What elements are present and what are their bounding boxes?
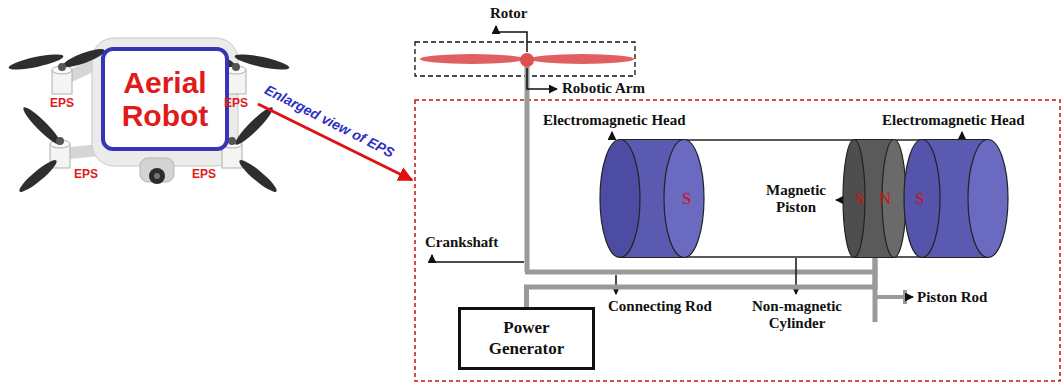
node-text: Aerial Robot	[109, 66, 221, 132]
eps-label: EPS	[50, 97, 74, 111]
leader-line	[905, 296, 913, 298]
rotor-blade	[530, 54, 634, 64]
electromagnetic-head: S	[902, 138, 1010, 259]
part-label: Magnetic Piston	[758, 182, 834, 217]
robot-body-box: Aerial Robot	[101, 47, 229, 151]
cylinder-shape	[598, 138, 708, 259]
leader-line	[961, 132, 963, 140]
part-label: Non-magnetic Cylinder	[738, 298, 856, 333]
part-label: Robotic Arm	[562, 80, 645, 97]
piston-rod-line	[875, 295, 905, 299]
electromagnetic-head: S	[598, 138, 708, 259]
connecting-rod-line	[525, 270, 877, 275]
leader-line	[432, 255, 524, 262]
part-label: Connecting Rod	[608, 298, 712, 315]
part-label: Crankshaft	[425, 234, 498, 251]
eps-label: EPS	[74, 168, 98, 182]
rotor-blade	[420, 54, 524, 64]
drone-picture	[8, 38, 291, 195]
part-label: Rotor	[490, 5, 528, 22]
pole-letter: S	[855, 190, 864, 207]
pole-letter: S	[682, 190, 691, 207]
pole-letter: N	[879, 190, 891, 207]
eps-label: EPS	[224, 97, 248, 111]
leader-line	[611, 132, 613, 140]
node-text: Power Generator	[469, 318, 584, 359]
cylinder-shape	[842, 138, 908, 259]
part-label: Electromagnetic Head	[543, 112, 686, 129]
leader-line	[496, 26, 527, 52]
enlarge-caption: Enlarged view of EPS	[263, 81, 398, 160]
part-label: Piston Rod	[917, 289, 987, 306]
magnetic-piston: SN	[842, 138, 908, 259]
crankshaft-line	[525, 62, 530, 272]
power-generator-box: Power Generator	[458, 307, 595, 370]
eps-label: EPS	[192, 168, 216, 182]
leader-line	[527, 68, 557, 89]
part-label: Electromagnetic Head	[882, 112, 1025, 129]
pole-letter: S	[915, 190, 924, 207]
eps-frame	[415, 100, 1060, 381]
rotor-hub	[520, 53, 534, 67]
